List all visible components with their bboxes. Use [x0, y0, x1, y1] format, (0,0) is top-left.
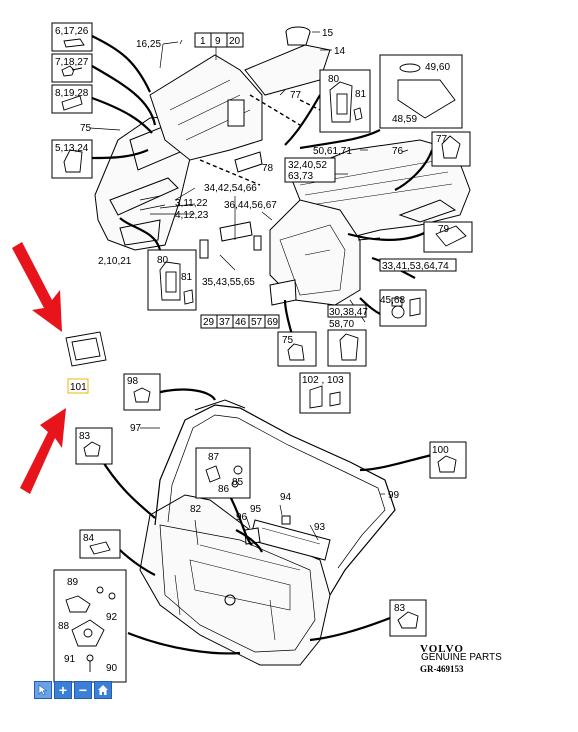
box-83-a — [75, 427, 113, 465]
label-81-lower: 81 — [181, 272, 193, 283]
home-icon[interactable] — [94, 681, 112, 699]
label-9: 9 — [215, 36, 221, 47]
lower-assembly — [139, 399, 396, 666]
label-2-10-21: 2,10,21 — [98, 256, 132, 267]
label-69: 69 — [267, 317, 279, 328]
label-4-12-23: 4,12,23 — [175, 210, 209, 221]
label-20: 20 — [229, 36, 241, 47]
box-83-b — [389, 599, 427, 637]
zoom-toolbar: + − — [34, 681, 112, 699]
label-37: 37 — [219, 317, 231, 328]
label-1: 1 — [200, 36, 206, 47]
label-3-11-22: 3,11,22 — [175, 198, 208, 209]
label-90: 90 — [106, 663, 118, 674]
label-77: 77 — [290, 90, 302, 101]
label-94: 94 — [280, 492, 292, 503]
label-46: 46 — [235, 317, 247, 328]
label-48-59: 48,59 — [392, 114, 417, 125]
label-50-61-71: 50,61,71 — [313, 146, 352, 157]
label-15: 15 — [322, 28, 334, 39]
label-92: 92 — [106, 612, 118, 623]
label-83-a: 83 — [79, 431, 91, 442]
label-8-19-28: 8,19,28 — [55, 88, 89, 99]
label-7-18-27: 7,18,27 — [55, 57, 89, 68]
box-101 — [67, 378, 89, 394]
label-63-73: 63,73 — [288, 171, 313, 182]
label-75-lower: 75 — [282, 335, 294, 346]
label-16-25: 16,25 — [136, 39, 161, 50]
label-87: 87 — [208, 452, 220, 463]
label-77-box: 77 — [436, 134, 448, 145]
callout-labels: 6,17,26 7,18,27 8,19,28 5,13,24 16,25 1 … — [55, 26, 450, 674]
arrow-bottom-icon — [20, 408, 66, 494]
label-81-top: 81 — [355, 89, 367, 100]
zoom-in-icon[interactable]: + — [54, 681, 72, 699]
label-88: 88 — [58, 621, 70, 632]
label-99: 99 — [388, 490, 400, 501]
box-32-40-52 — [284, 157, 336, 183]
label-32-40-52: 32,40,52 — [288, 160, 327, 171]
label-5-13-24: 5,13,24 — [55, 143, 89, 154]
label-97: 97 — [130, 423, 142, 434]
volvo-brand: VOLVO GENUINE PARTS GR-469153 — [420, 643, 502, 674]
label-75-top: 75 — [80, 123, 92, 134]
label-82: 82 — [190, 504, 202, 515]
label-98: 98 — [127, 376, 139, 387]
reference-code: GR-469153 — [420, 664, 464, 674]
label-80-top: 80 — [328, 74, 340, 85]
label-35-43-55-65: 35,43,55,65 — [202, 277, 255, 288]
label-93: 93 — [314, 522, 326, 533]
label-85: 85 — [232, 477, 244, 488]
label-83-b: 83 — [394, 603, 406, 614]
label-89: 89 — [67, 577, 79, 588]
leader-lines — [89, 31, 423, 546]
label-45-68: 45,68 — [380, 295, 405, 306]
label-57: 57 — [251, 317, 263, 328]
box-30-38 — [327, 304, 367, 318]
label-14: 14 — [334, 46, 346, 57]
volvo-logo-text: VOLVO — [420, 643, 464, 655]
label-33-41-53-64-74: 33,41,53,64,74 — [382, 261, 449, 272]
label-101: 101 — [70, 382, 87, 393]
label-49-60: 49,60 — [425, 62, 450, 73]
label-102-103: 102 , 103 — [302, 375, 344, 386]
label-80-lower: 80 — [157, 255, 169, 266]
label-100: 100 — [432, 445, 449, 456]
label-34-42-54-66: 34,42,54,66 — [204, 183, 257, 194]
box-1-9-20 — [194, 32, 244, 48]
label-76: 76 — [392, 146, 404, 157]
box-102-103 — [299, 372, 351, 414]
box-33-41 — [379, 258, 457, 272]
label-29: 29 — [203, 317, 215, 328]
arrow-top-icon — [12, 242, 62, 332]
label-91: 91 — [64, 654, 76, 665]
label-79: 79 — [438, 224, 450, 235]
label-86: 86 — [218, 484, 230, 495]
label-30-38-47: 30,38,47 — [329, 307, 368, 318]
part-sketches — [61, 38, 467, 672]
zoom-out-icon[interactable]: − — [74, 681, 92, 699]
genuine-parts-text: GENUINE PARTS — [421, 652, 502, 663]
label-95: 95 — [250, 504, 262, 515]
box-29-69 — [200, 314, 280, 329]
label-6-17-26: 6,17,26 — [55, 26, 89, 37]
label-36-44-56-67: 36,44,56,67 — [224, 200, 277, 211]
pointer-icon[interactable] — [34, 681, 52, 699]
label-58-70: 58,70 — [329, 319, 354, 330]
label-78: 78 — [262, 163, 274, 174]
label-84: 84 — [83, 533, 95, 544]
label-96: 96 — [236, 512, 248, 523]
red-arrows — [12, 242, 66, 494]
